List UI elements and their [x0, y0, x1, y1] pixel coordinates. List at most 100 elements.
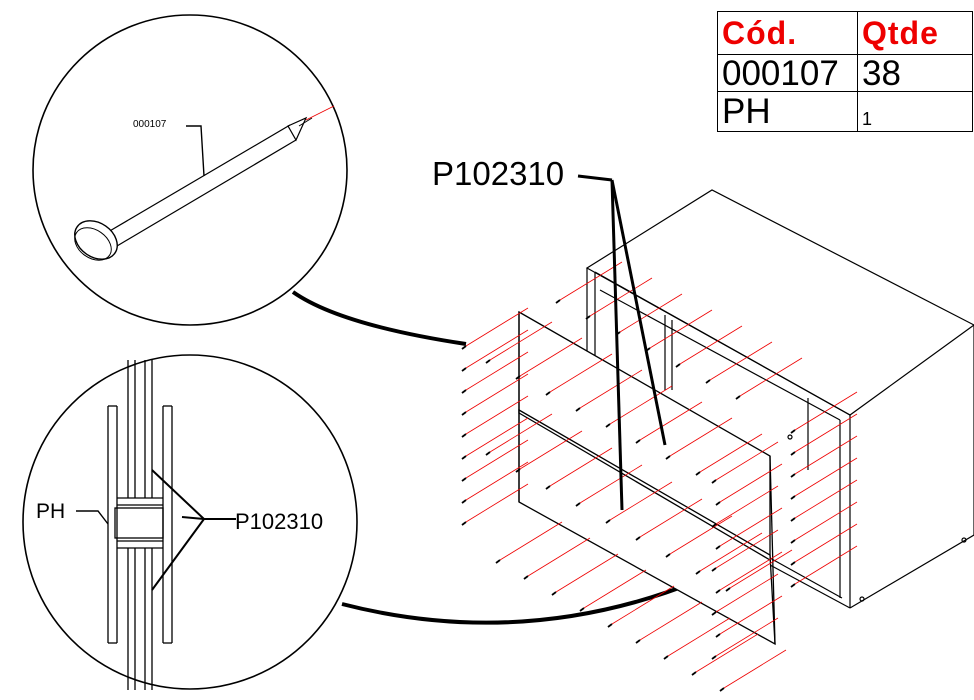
nail-tip — [675, 363, 681, 368]
nail-tip — [461, 499, 467, 504]
nail-tip — [585, 315, 591, 320]
nail-tip — [461, 367, 467, 372]
header-code: Cód. — [717, 11, 858, 55]
nail-tip — [790, 429, 796, 434]
nail-line — [794, 435, 858, 475]
nail-tip — [607, 623, 613, 628]
nail-line — [639, 401, 703, 441]
nail-tip — [705, 379, 711, 384]
nail-line — [519, 337, 583, 377]
nail-tip — [515, 375, 521, 380]
nail-tip — [691, 671, 697, 676]
nail-tip — [461, 455, 467, 460]
nail-line — [794, 545, 858, 585]
nail-tip — [485, 451, 491, 456]
nail-line — [667, 617, 731, 657]
nail-line — [549, 447, 613, 487]
nail-tip — [579, 607, 585, 612]
nail-tip — [461, 477, 467, 482]
nail-tip — [461, 345, 467, 350]
nail-tip — [523, 575, 529, 580]
nail-line — [649, 309, 713, 349]
nail-line — [583, 569, 647, 609]
nail-line — [499, 521, 563, 561]
nail-line — [555, 553, 619, 593]
nail-line — [699, 433, 763, 473]
detail-bottom-ph-label: PH — [36, 500, 66, 523]
nail-tip — [790, 583, 796, 588]
nail-line — [559, 261, 623, 301]
nail-tip — [790, 517, 796, 522]
nail-tip — [545, 485, 551, 490]
cell-code: 000107 — [717, 54, 858, 92]
nail-line — [709, 341, 773, 381]
nail-line — [669, 515, 733, 555]
nail-line — [465, 307, 529, 347]
nail-line — [719, 551, 783, 591]
nail-line — [715, 485, 779, 525]
nail-line — [465, 395, 529, 435]
nail-tip — [461, 521, 467, 526]
nail-line — [465, 373, 529, 413]
nail-line — [715, 573, 779, 613]
nail-line — [465, 439, 529, 479]
nail-line — [465, 461, 529, 501]
nail-tip — [665, 553, 671, 558]
nail-line — [794, 413, 858, 453]
nail-tip — [461, 389, 467, 394]
nail-line — [639, 498, 703, 538]
nail-tip — [485, 359, 491, 364]
nail-lines — [461, 261, 858, 692]
nail-tip — [555, 299, 561, 304]
nail-line — [611, 585, 675, 625]
nail-tip — [575, 407, 581, 412]
nail-line — [639, 601, 703, 641]
main-callout-leader — [577, 174, 667, 511]
table-row: 000107 38 — [717, 54, 973, 92]
nail-tip — [711, 523, 717, 528]
header-qty: Qtde — [857, 11, 973, 55]
cell-code: PH — [717, 91, 858, 132]
nail-tip — [461, 433, 467, 438]
nail-tip — [790, 473, 796, 478]
nail-tip — [551, 591, 557, 596]
nail-tip — [715, 633, 721, 638]
nail-tip — [790, 539, 796, 544]
nail-line — [794, 523, 858, 563]
nail-tip — [575, 502, 581, 507]
nail-tip — [605, 519, 611, 524]
nail-line — [719, 463, 783, 503]
nail-line — [794, 457, 858, 497]
parts-table: Cód. Qtde 000107 38 PH 1 — [717, 11, 973, 132]
nail-tip — [719, 687, 725, 692]
nail-line — [699, 532, 763, 572]
nail-line — [739, 357, 803, 397]
connector-arc-top — [291, 290, 467, 346]
nail-tip — [635, 639, 641, 644]
nail-line — [519, 430, 583, 470]
nail-tip — [735, 395, 741, 400]
nail-line — [794, 391, 858, 431]
nail-tip — [461, 411, 467, 416]
nail-tip — [635, 536, 641, 541]
nail-tip — [711, 655, 717, 660]
nail-line — [794, 501, 858, 541]
nail-line — [719, 507, 783, 547]
nail-line — [723, 649, 787, 689]
nail-line — [719, 595, 783, 635]
cell-qty: 1 — [857, 91, 973, 132]
nail-line — [489, 321, 553, 361]
nail-tip — [605, 423, 611, 428]
nail-tip — [725, 587, 731, 592]
nail-tip — [495, 559, 501, 564]
nail-line — [669, 417, 733, 457]
nail-line — [589, 277, 653, 317]
nail-tip — [545, 391, 551, 396]
nail-line — [715, 617, 779, 657]
nail-tip — [790, 561, 796, 566]
nail-tip — [635, 439, 641, 444]
nail-line — [729, 549, 793, 589]
nail-line — [715, 529, 779, 569]
nail-tip — [790, 451, 796, 456]
